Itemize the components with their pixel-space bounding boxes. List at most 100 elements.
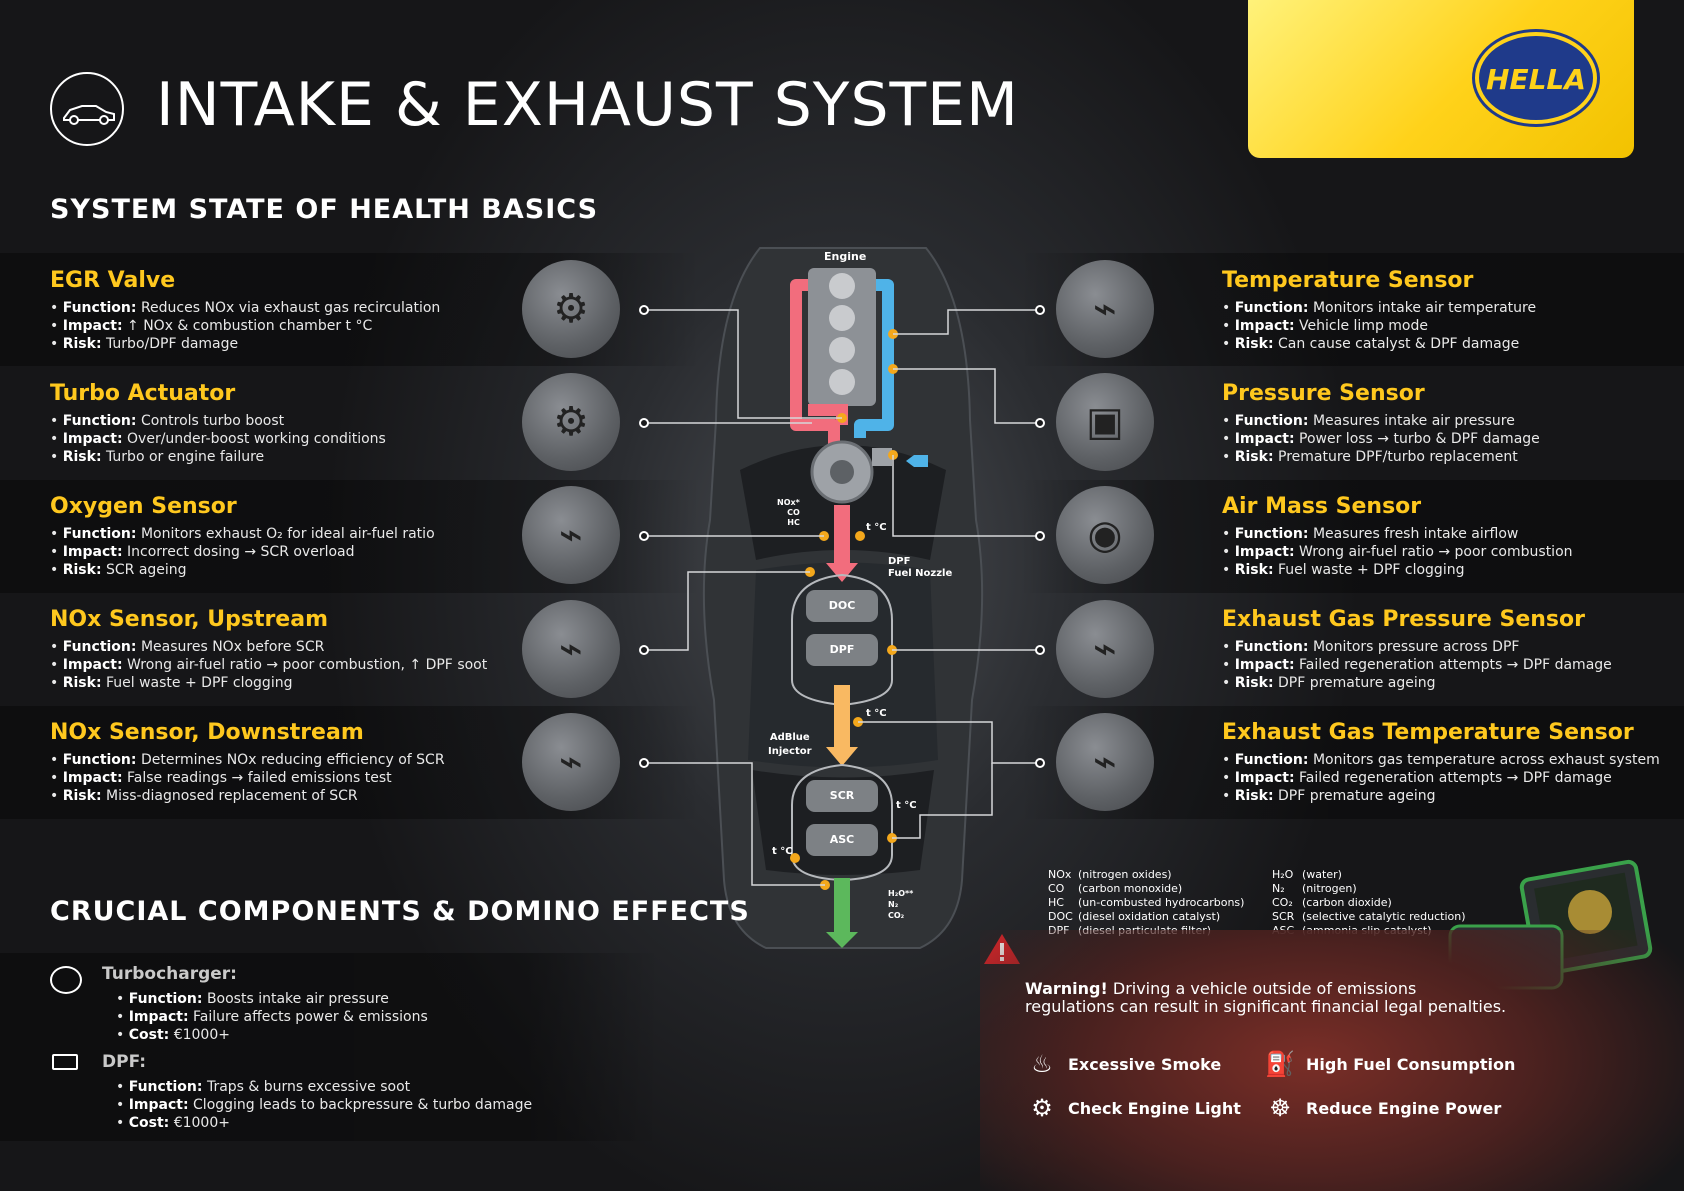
dpf-flow-arrow xyxy=(834,685,850,747)
component-line: Risk: Fuel waste + DPF clogging xyxy=(1222,561,1672,579)
component-egr-valve: EGR Valve Function: Reduces NOx via exha… xyxy=(50,268,610,353)
component-line: Function: Measures fresh intake airflow xyxy=(1222,525,1672,543)
temp-label: t °C xyxy=(866,522,887,533)
adblue-label: AdBlue Injector xyxy=(768,732,812,757)
turtle-icon: ☸ xyxy=(1269,1094,1291,1122)
component-air-mass-sensor: Air Mass Sensor Function: Measures fresh… xyxy=(1222,494,1672,579)
component-line: Risk: Fuel waste + DPF clogging xyxy=(50,674,610,692)
component-title: Turbo Actuator xyxy=(50,381,236,406)
connector-line xyxy=(892,763,993,839)
cylinder xyxy=(829,337,855,363)
component-title: NOx Sensor, Downstream xyxy=(50,720,364,745)
emissions-out-label: H₂O** N₂ CO₂ xyxy=(888,889,914,920)
connector-line xyxy=(644,762,825,886)
cylinder xyxy=(829,305,855,331)
dpf-flow-arrowhead xyxy=(826,747,858,766)
pressure-sensor-image: ▣ xyxy=(1056,373,1154,471)
component-line: Impact: Power loss → turbo & DPF damage xyxy=(1222,430,1672,448)
effect-label: High Fuel Consumption xyxy=(1306,1054,1516,1074)
connector-end xyxy=(639,418,649,428)
connector-line xyxy=(858,721,1040,764)
crucial-line: Impact: Clogging leads to backpressure &… xyxy=(116,1096,532,1114)
temp-label: t °C xyxy=(866,708,887,719)
exhaust-flow-arrow xyxy=(834,505,850,563)
component-exhaust-pressure-sensor: Exhaust Gas Pressure Sensor Function: Mo… xyxy=(1222,607,1672,692)
crucial-title: DPF: xyxy=(102,1052,147,1072)
legend-row: SCR(selective catalytic reduction) xyxy=(1272,910,1466,923)
warning-bold: Warning! xyxy=(1025,979,1108,998)
component-title: Air Mass Sensor xyxy=(1222,494,1422,519)
asc-label: ASC xyxy=(829,833,855,846)
crucial-turbocharger: Turbocharger: Function: Boosts intake ai… xyxy=(102,964,428,1044)
turbo-outlet xyxy=(872,448,892,466)
component-line: Impact: Over/under-boost working conditi… xyxy=(50,430,610,448)
exhaust-manifold-pipe xyxy=(790,279,840,450)
smoke-icon: ♨ xyxy=(1031,1050,1053,1078)
component-line: Function: Monitors intake air temperatur… xyxy=(1222,299,1672,317)
component-line: Function: Determines NOx reducing effici… xyxy=(50,751,610,769)
scr-box xyxy=(806,780,878,812)
component-title: Oxygen Sensor xyxy=(50,494,237,519)
effect-label: Check Engine Light xyxy=(1068,1098,1241,1118)
component-line: Function: Measures intake air pressure xyxy=(1222,412,1672,430)
component-nox-upstream: NOx Sensor, Upstream Function: Measures … xyxy=(50,607,610,692)
doc-label: DOC xyxy=(828,599,856,612)
legend-right: H₂O(water) N₂(nitrogen) CO₂(carbon dioxi… xyxy=(1272,868,1466,938)
cylinder xyxy=(829,273,855,299)
component-line: Impact: Failed regeneration attempts → D… xyxy=(1222,656,1672,674)
component-line: Risk: Turbo or engine failure xyxy=(50,448,610,466)
legend-row: H₂O(water) xyxy=(1272,868,1342,881)
component-line: Function: Monitors pressure across DPF xyxy=(1222,638,1672,656)
effect-high-fuel: ⛽ High Fuel Consumption xyxy=(1264,1050,1515,1078)
temp-label: t °C xyxy=(896,800,917,811)
component-exhaust-temp-sensor: Exhaust Gas Temperature Sensor Function:… xyxy=(1222,720,1672,805)
connector-end xyxy=(639,645,649,655)
connector-end xyxy=(639,758,649,768)
turbo-hub xyxy=(830,460,854,484)
component-line: Function: Measures NOx before SCR xyxy=(50,638,610,656)
crucial-title: Turbocharger: xyxy=(102,964,237,984)
component-nox-downstream: NOx Sensor, Downstream Function: Determi… xyxy=(50,720,610,805)
component-line: Impact: Vehicle limp mode xyxy=(1222,317,1672,335)
engine-label: Engine xyxy=(824,250,867,263)
component-line: Impact: Wrong air-fuel ratio → poor comb… xyxy=(50,656,610,674)
fuel-pump-icon: ⛽ xyxy=(1265,1050,1295,1078)
exhaust-temp-sensor-image: ⌁ xyxy=(1056,713,1154,811)
legend-row: CO(carbon monoxide) xyxy=(1048,882,1183,895)
connector-end xyxy=(1035,418,1045,428)
connector-end xyxy=(639,531,649,541)
intake-pipe xyxy=(854,279,894,438)
component-line: Impact: False readings → failed emission… xyxy=(50,769,610,787)
component-oxygen-sensor: Oxygen Sensor Function: Monitors exhaust… xyxy=(50,494,610,579)
component-line: Impact: Wrong air-fuel ratio → poor comb… xyxy=(1222,543,1672,561)
legend-row: DOC(diesel oxidation catalyst) xyxy=(1048,910,1221,923)
warning-panel xyxy=(980,930,1684,1191)
crucial-dpf: DPF: Function: Traps & burns excessive s… xyxy=(102,1052,532,1132)
exhaust-flow-arrowhead xyxy=(826,563,858,582)
sensor-dot xyxy=(855,531,865,541)
turbocharger-icon xyxy=(50,966,82,994)
crucial-line: Function: Traps & burns excessive soot xyxy=(116,1078,532,1096)
hella-logo[interactable]: HELLA xyxy=(1475,32,1597,124)
dpf-box xyxy=(806,634,878,666)
warning-line-2: regulations can result in significant fi… xyxy=(1025,997,1507,1016)
component-pressure-sensor: Pressure Sensor Function: Measures intak… xyxy=(1222,381,1672,466)
component-title: Exhaust Gas Pressure Sensor xyxy=(1222,607,1585,632)
component-title: EGR Valve xyxy=(50,268,176,293)
effect-excessive-smoke: ♨Excessive Smoke xyxy=(1026,1050,1221,1078)
temperature-sensor-image: ⌁ xyxy=(1056,260,1154,358)
crucial-line: Cost: €1000+ xyxy=(116,1114,532,1132)
doc-box xyxy=(806,590,878,622)
legend-row: N₂(nitrogen) xyxy=(1272,882,1357,895)
component-temperature-sensor: Temperature Sensor Function: Monitors in… xyxy=(1222,268,1672,353)
component-line: Risk: Can cause catalyst & DPF damage xyxy=(1222,335,1672,353)
logo-text: HELLA xyxy=(1486,63,1586,96)
warning-text: Warning! Driving a vehicle outside of em… xyxy=(1025,980,1506,1016)
scr-label: SCR xyxy=(829,789,855,802)
effect-label: Reduce Engine Power xyxy=(1306,1098,1502,1118)
temp-label: t °C xyxy=(772,846,793,857)
component-line: Impact: Incorrect dosing → SCR overload xyxy=(50,543,610,561)
component-line: Risk: Miss-diagnosed replacement of SCR xyxy=(50,787,610,805)
